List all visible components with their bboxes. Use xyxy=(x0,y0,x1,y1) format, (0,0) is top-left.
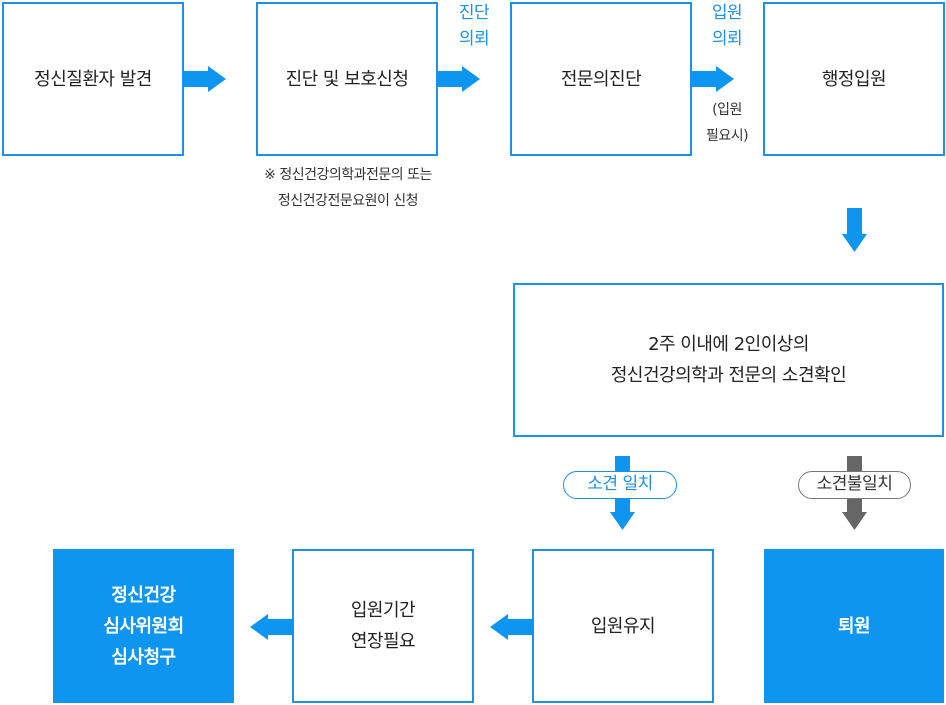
box-review-request: 정신건강 심사위원회 심사청구 xyxy=(53,549,234,703)
pill-opinion-match: 소견 일치 xyxy=(563,471,677,499)
arrow-right-1 xyxy=(184,66,226,92)
box-extend-admission-line1: 입원기간 xyxy=(350,600,416,621)
box-discovery-text: 정신질환자 발견 xyxy=(34,68,152,90)
box-admin-admission: 행정입원 xyxy=(763,2,945,156)
pill-opinion-mismatch-text: 소견불일치 xyxy=(816,474,893,494)
box-discharge: 퇴원 xyxy=(764,549,944,703)
note-admission-needed: (입원 필요시) xyxy=(693,97,761,149)
box-extend-admission: 입원기간 연장필요 xyxy=(292,549,474,703)
pill-opinion-match-text: 소견 일치 xyxy=(587,474,653,494)
box-keep-admission-text: 입원유지 xyxy=(590,615,656,637)
label-admission-request-line2: 의뢰 xyxy=(711,29,743,49)
box-keep-admission: 입원유지 xyxy=(532,549,714,703)
box-specialist-diagnosis: 전문의진단 xyxy=(510,2,692,156)
label-diagnosis-request: 진단 의뢰 xyxy=(440,0,508,52)
box-review-request-line3: 심사청구 xyxy=(111,646,176,668)
box-extend-admission-line2: 연장필요 xyxy=(350,631,416,652)
box-review-request-line1: 정신건강 xyxy=(111,584,176,606)
label-admission-request-line1: 입원 xyxy=(711,3,743,23)
note-applicant-line2: 정신건강전문요원이 신청 xyxy=(277,193,419,209)
arrow-left-1 xyxy=(490,614,532,640)
box-diagnosis-request-text: 진단 및 보호신청 xyxy=(285,68,409,90)
pill-opinion-mismatch: 소견불일치 xyxy=(798,471,911,499)
label-diagnosis-request-line2: 의뢰 xyxy=(458,29,490,49)
label-diagnosis-request-line1: 진단 xyxy=(458,3,490,23)
note-admission-needed-line2: 필요시) xyxy=(705,128,749,144)
note-admission-needed-line1: (입원 xyxy=(712,102,742,118)
arrow-down-admission xyxy=(842,208,867,252)
box-discharge-text: 퇴원 xyxy=(837,615,871,637)
note-applicant-line1: ※ 정신건강의학과전문의 또는 xyxy=(264,167,432,183)
arrow-left-2 xyxy=(250,614,292,640)
box-confirmation-line1: 2주 이내에 2인이상의 xyxy=(648,334,809,355)
label-admission-request: 입원 의뢰 xyxy=(693,0,761,52)
box-discovery: 정신질환자 발견 xyxy=(2,2,184,156)
arrow-right-3 xyxy=(692,66,734,92)
arrow-right-2 xyxy=(438,66,480,92)
box-confirmation-line2: 정신건강의학과 전문의 소견확인 xyxy=(610,365,847,386)
box-diagnosis-request: 진단 및 보호신청 xyxy=(256,2,438,156)
box-review-request-line2: 심사위원회 xyxy=(103,615,184,637)
note-applicant: ※ 정신건강의학과전문의 또는 정신건강전문요원이 신청 xyxy=(218,162,478,214)
box-confirmation: 2주 이내에 2인이상의 정신건강의학과 전문의 소견확인 xyxy=(513,283,944,437)
box-admin-admission-text: 행정입원 xyxy=(821,68,887,90)
box-specialist-diagnosis-text: 전문의진단 xyxy=(560,68,642,90)
